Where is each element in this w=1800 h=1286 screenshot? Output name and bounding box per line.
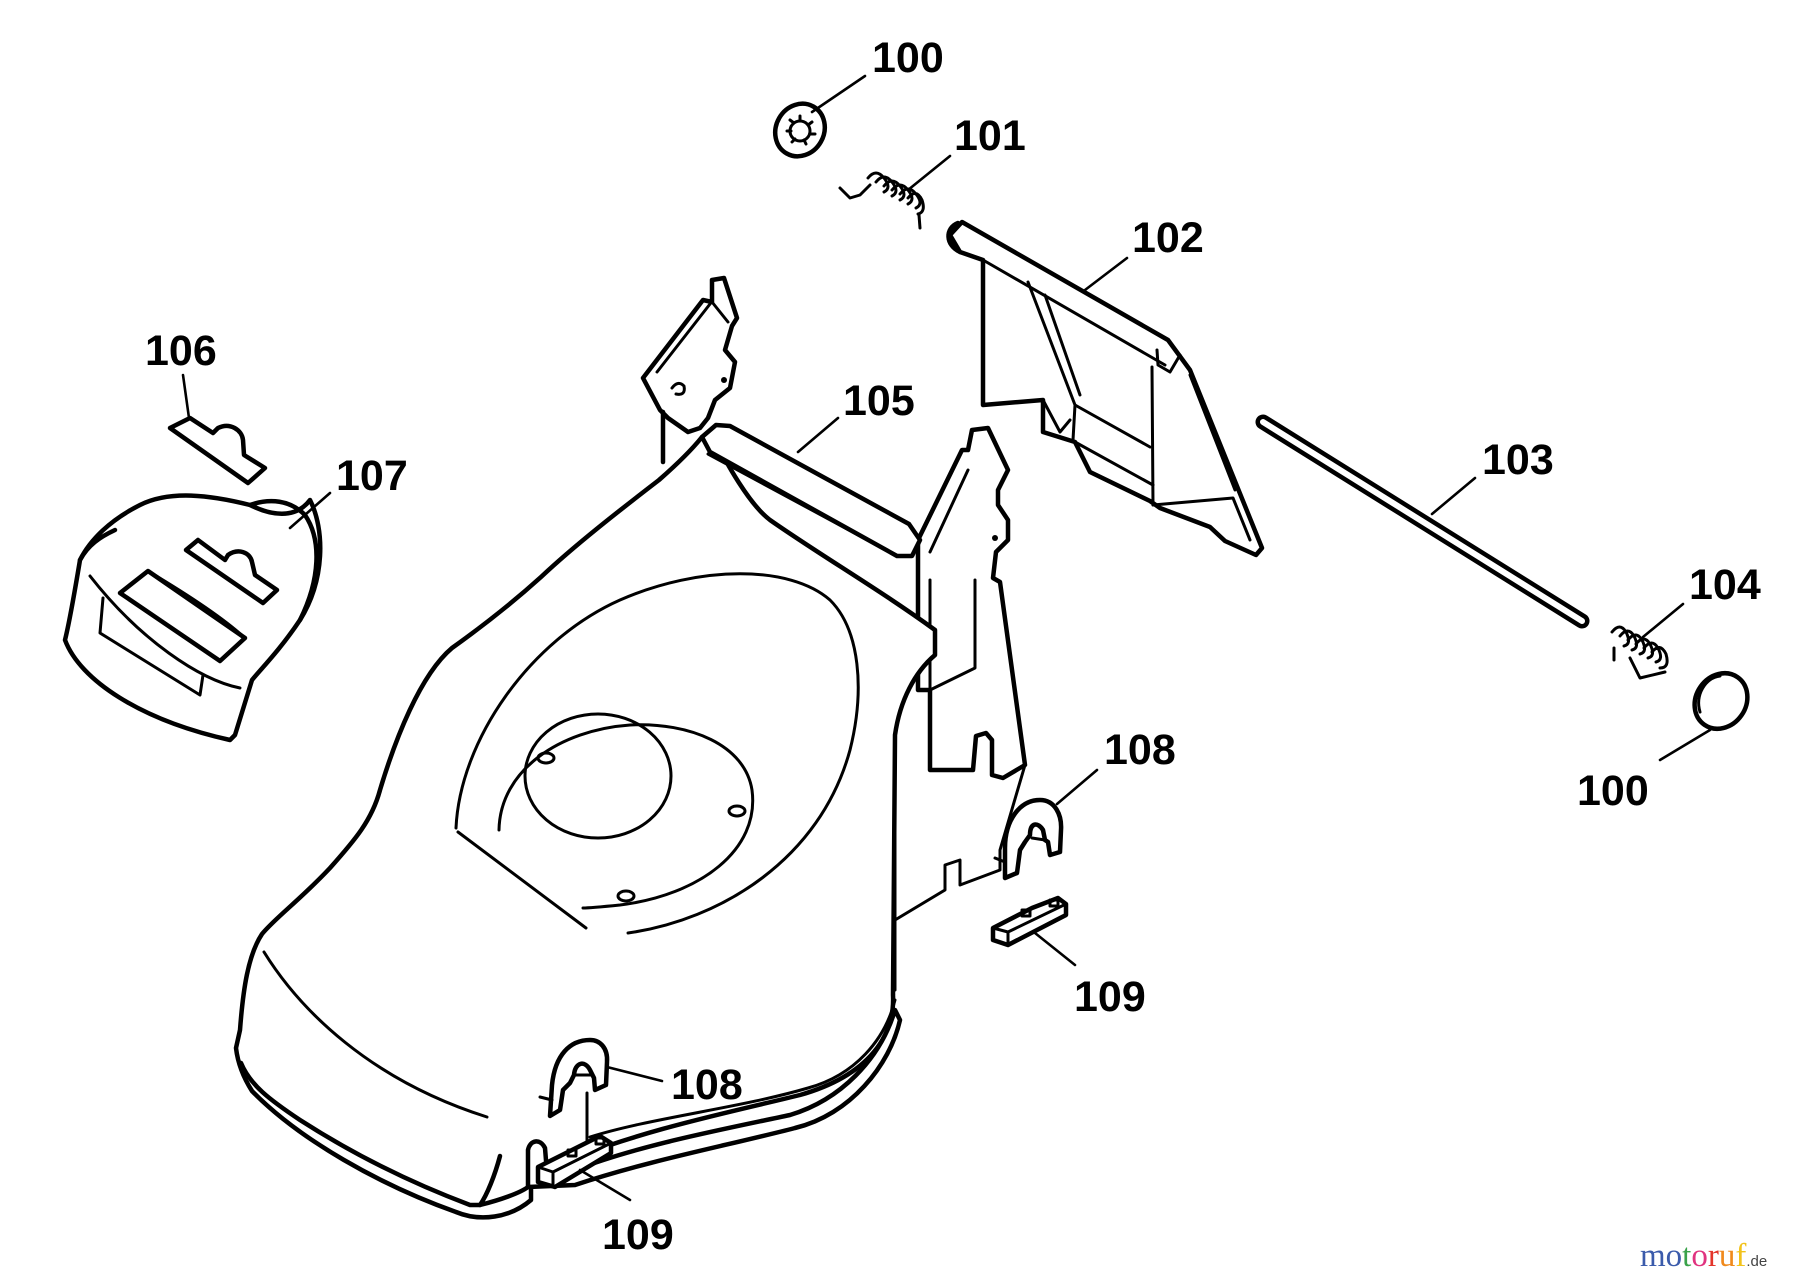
leader-108-right <box>1055 768 1099 806</box>
leader-104 <box>1641 602 1685 639</box>
spring-104[interactable] <box>1610 625 1669 680</box>
callout-101: 101 <box>954 112 1026 160</box>
callout-107: 107 <box>336 452 408 500</box>
deck-left-bracket <box>640 275 740 465</box>
washer-100-top[interactable] <box>766 95 835 166</box>
watermark-letter: r <box>1707 1238 1719 1274</box>
motor-opening <box>523 712 673 840</box>
bolt-hole <box>536 751 556 765</box>
callout-100-right: 100 <box>1577 767 1649 815</box>
deck-top-shell <box>233 434 938 1220</box>
callout-102: 102 <box>1132 214 1204 262</box>
cap-100-right[interactable] <box>1684 663 1758 739</box>
motor-mount-ring <box>497 723 755 910</box>
leader-103 <box>1430 476 1477 516</box>
watermark-letter: o <box>1691 1238 1708 1274</box>
watermark-letter: t <box>1682 1238 1692 1274</box>
leader-108-bottom <box>605 1065 664 1083</box>
callout-106: 106 <box>145 327 217 375</box>
bolt-hole <box>727 804 747 818</box>
leader-100-right <box>1658 728 1712 762</box>
axle-rod-103[interactable] <box>1255 414 1590 629</box>
watermark-letter: o <box>1665 1238 1683 1274</box>
watermark-letter: f <box>1735 1238 1747 1274</box>
plate-106[interactable] <box>167 415 268 486</box>
deck-skirt <box>238 1060 531 1208</box>
callout-103: 103 <box>1482 436 1554 484</box>
callout-109-right: 109 <box>1074 973 1146 1021</box>
leader-109-bottom <box>578 1168 632 1202</box>
watermark-letter: u <box>1718 1238 1736 1274</box>
leader-109-right <box>1033 931 1077 967</box>
watermark-letter: m <box>1640 1238 1666 1274</box>
leader-106 <box>181 373 191 420</box>
deck-right-bracket <box>915 425 1028 781</box>
callout-109-bottom: 109 <box>602 1211 674 1259</box>
leader-100-top <box>810 74 867 114</box>
leader-102 <box>1083 256 1129 292</box>
watermark-suffix: .de <box>1746 1253 1768 1270</box>
leader-101 <box>906 154 952 192</box>
height-clip-108-right[interactable] <box>993 797 1064 881</box>
front-cover-107[interactable] <box>62 493 323 743</box>
callout-105: 105 <box>843 377 915 425</box>
callout-104: 104 <box>1689 561 1761 609</box>
connector-109-right[interactable] <box>990 895 1069 948</box>
callout-108-bottom: 108 <box>671 1061 743 1109</box>
connector-109-bottom[interactable] <box>535 1133 614 1190</box>
watermark-logo: motoruf.de <box>1640 1238 1767 1275</box>
callout-108-right: 108 <box>1104 726 1176 774</box>
deck-rear-rim <box>699 422 923 559</box>
discharge-flap-102[interactable] <box>946 219 1265 558</box>
spring-101[interactable] <box>838 171 925 230</box>
deck-housing-105[interactable] <box>233 275 1028 1220</box>
callout-100-top: 100 <box>872 34 944 82</box>
deck-recess <box>454 572 860 935</box>
leader-107 <box>288 491 332 530</box>
bolt-hole <box>616 889 636 903</box>
height-clip-108-bottom[interactable] <box>538 1037 610 1119</box>
leader-105 <box>796 416 840 454</box>
